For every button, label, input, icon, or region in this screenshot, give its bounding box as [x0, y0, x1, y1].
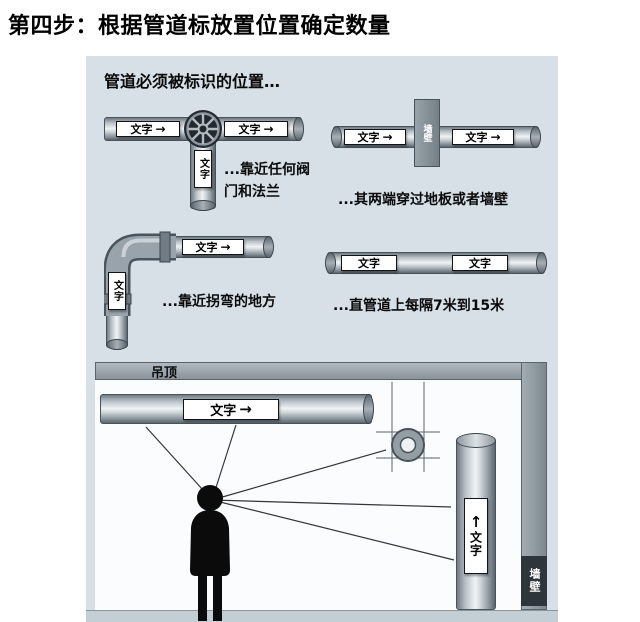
valve-caption-line2: 门和法兰 [224, 183, 280, 200]
pipe-marker-label-vertical: ↑ 文字 [464, 498, 488, 574]
straight-caption: ...直管道上每隔7米到15米 [333, 298, 505, 314]
marker-text: 文字 [357, 131, 380, 144]
arrow-up-icon: ↑ [469, 513, 483, 531]
pipe-marker-label: 文字 [452, 255, 508, 271]
marker-text: 文字 [210, 404, 237, 419]
marker-text: 文字 [195, 241, 218, 254]
scene-wall-label-box: 墙壁 [521, 556, 547, 606]
pipe-marker-label: 文字 → [224, 121, 288, 137]
marker-text: 文字 [465, 131, 488, 144]
pipe-marker-label: 文字 → [452, 129, 514, 145]
marker-text: 文字 [130, 123, 153, 136]
marker-text: 文字 [111, 280, 123, 302]
pipe-marker-label: 文字 [341, 255, 397, 271]
illustration-panel: 管道必须被标识的位置… 文字 → 文字 → 文字 ...靠近任何 [86, 56, 558, 622]
scene-wall-label: 墙壁 [528, 568, 541, 594]
pipe-marker-label: 文字 → [116, 121, 180, 137]
marker-text: 文字 [358, 257, 380, 270]
pipe-marker-label-vertical: 文字 [194, 150, 212, 188]
arrow-right-icon: → [155, 122, 166, 136]
ceiling-label: 吊顶 [151, 365, 178, 381]
pipe-marker-label: 文字 → [182, 239, 244, 255]
arrow-right-icon: → [263, 122, 274, 136]
pipe-marker-label: 文字 → [344, 129, 406, 145]
valve-caption-line1: ...靠近任何阀 [224, 162, 310, 178]
ceiling-bar: 吊顶 [95, 362, 547, 381]
arrow-right-icon: → [220, 240, 231, 254]
marker-text: 文字 [469, 257, 491, 270]
wall-bar-label: 墙壁 [421, 124, 432, 142]
arrow-right-icon: → [382, 130, 393, 144]
elbow-caption: ...靠近拐弯的地方 [162, 294, 276, 310]
arrow-right-icon: → [490, 130, 501, 144]
page-title: 第四步：根据管道标放置位置确定数量 [8, 14, 391, 39]
marker-text: 文字 [197, 158, 209, 180]
arrow-right-icon: → [239, 400, 252, 418]
wall-bar: 墙壁 [414, 99, 440, 167]
valve-caption: ...靠近任何阀 门和法兰 [224, 160, 310, 203]
person-silhouette [190, 485, 230, 621]
pipe-marker-label-vertical: 文字 [108, 272, 126, 310]
valve-handwheel-icon [184, 110, 222, 148]
marker-text: 文字 [238, 123, 261, 136]
pipe-marker-label: 文字 → [183, 399, 279, 420]
floor-strip [86, 610, 558, 622]
panel-heading: 管道必须被标识的位置… [104, 72, 281, 91]
marker-text: 文字 [468, 531, 483, 557]
wall-caption: ...其两端穿过地板或者墙壁 [338, 192, 508, 208]
